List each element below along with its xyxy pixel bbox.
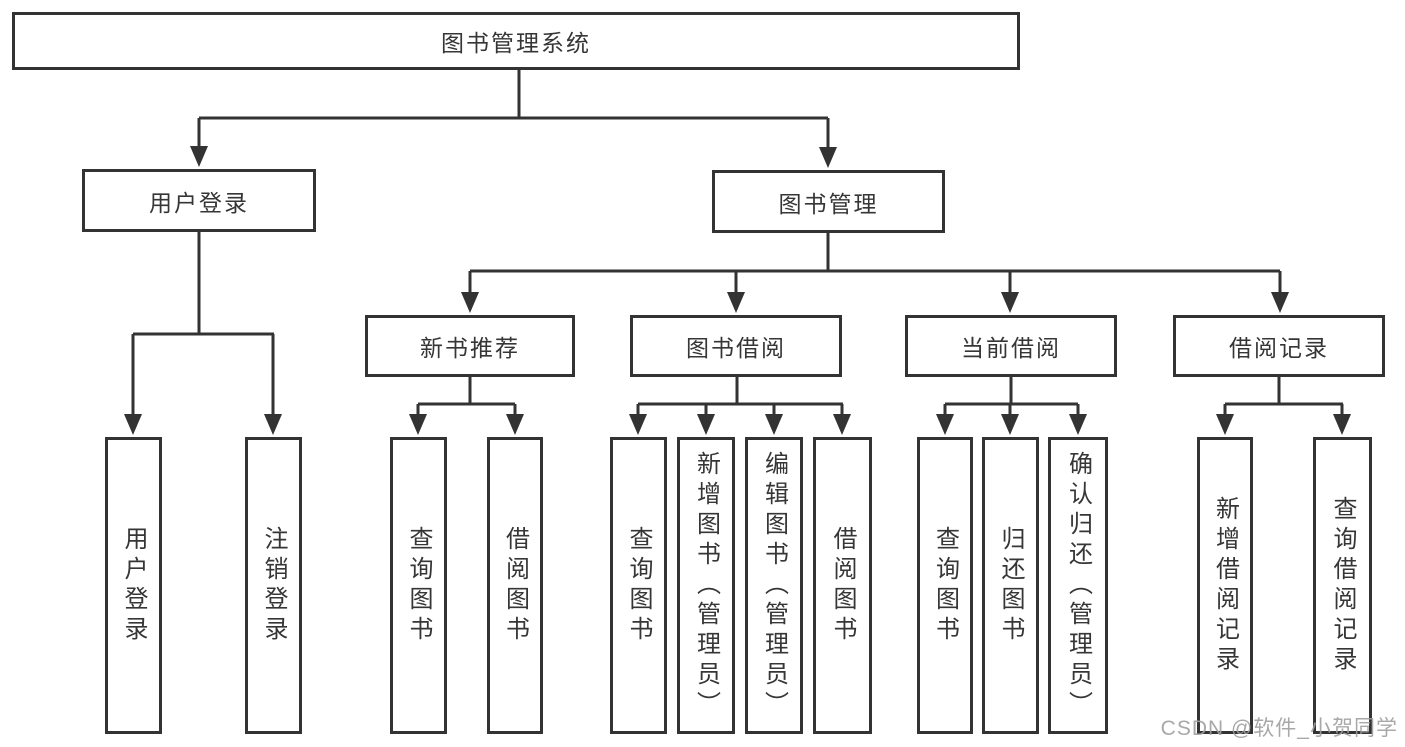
leaf-query-books-recommend: 查询图书 (390, 437, 447, 734)
node-book-borrow: 图书借阅 (630, 315, 842, 377)
leaf-logout-label: 注销登录 (260, 525, 287, 646)
leaf-borrow-books-label: 借阅图书 (829, 525, 856, 646)
leaf-add-books-admin-label: 新增图书（管理员） (692, 450, 720, 721)
leaf-borrow-books-recommend: 借阅图书 (487, 437, 543, 734)
node-current-borrow: 当前借阅 (905, 315, 1117, 377)
leaf-query-books-current: 查询图书 (917, 437, 973, 734)
leaf-query-borrow-record-label: 查询借阅记录 (1329, 495, 1356, 676)
leaf-return-books: 归还图书 (982, 437, 1039, 734)
leaf-user-login-label: 用户登录 (120, 525, 147, 646)
node-new-book-recommend: 新书推荐 (365, 315, 575, 377)
connector-user-login-to-leaves (124, 232, 282, 435)
leaf-return-books-label: 归还图书 (997, 525, 1024, 646)
leaf-edit-books-admin: 编辑图书（管理员） (745, 437, 803, 734)
leaf-logout: 注销登录 (245, 437, 302, 734)
leaf-add-books-admin: 新增图书（管理员） (677, 437, 735, 734)
connector-current-borrow-to-leaves (936, 377, 1087, 435)
leaf-borrow-books: 借阅图书 (813, 437, 872, 734)
node-book-management: 图书管理 (712, 170, 945, 233)
leaf-add-borrow-record: 新增借阅记录 (1197, 437, 1253, 734)
leaf-add-borrow-record-label: 新增借阅记录 (1211, 495, 1239, 676)
connector-recommend-to-leaves (409, 377, 524, 435)
connector-book-mgmt-to-level3 (461, 233, 1289, 313)
connector-book-borrow-to-leaves (629, 377, 851, 435)
leaf-edit-books-admin-label: 编辑图书（管理员） (760, 450, 788, 721)
leaf-confirm-return-admin: 确认归还（管理员） (1048, 437, 1108, 734)
node-root: 图书管理系统 (12, 12, 1020, 70)
leaf-query-books-borrow-label: 查询图书 (625, 525, 652, 646)
connector-borrow-records-to-leaves (1216, 377, 1351, 435)
node-user-login: 用户登录 (82, 169, 316, 232)
csdn-watermark: CSDN @软件_小贺同学 (1160, 717, 1398, 740)
leaf-confirm-return-admin-label: 确认归还（管理员） (1064, 450, 1092, 721)
leaf-user-login: 用户登录 (105, 437, 162, 734)
leaf-query-books-current-label: 查询图书 (931, 525, 959, 646)
connector-root-to-level2 (190, 70, 837, 168)
leaf-query-books-recommend-label: 查询图书 (405, 525, 432, 646)
leaf-query-borrow-record: 查询借阅记录 (1313, 437, 1372, 734)
leaf-borrow-books-recommend-label: 借阅图书 (501, 525, 529, 646)
leaf-query-books-borrow: 查询图书 (610, 437, 667, 734)
node-borrow-records: 借阅记录 (1173, 315, 1385, 377)
